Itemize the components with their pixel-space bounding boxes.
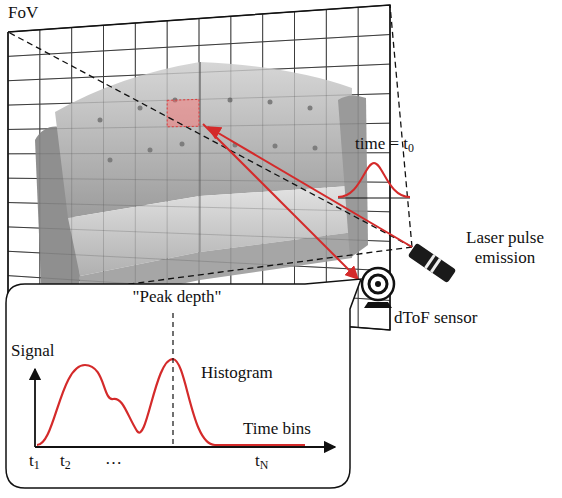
speech-bubble-shape [5, 283, 352, 490]
peak-label: "Peak depth" [133, 287, 222, 307]
tick-label: t2 [60, 451, 71, 471]
sensor-icon: dToF sensor [360, 262, 480, 334]
axis-label: Signal [11, 341, 54, 361]
node-label: Laser pulse emission [455, 228, 555, 267]
light-path-arrows [203, 124, 412, 279]
pulse-time-label: time = t0 [355, 134, 414, 154]
laser-emitter: Laser pulse emission [400, 226, 558, 278]
frustum-lines [8, 5, 412, 300]
node-label: dToF sensor [394, 308, 477, 328]
speech-bubble: "Peak depth" SignalHistogramTime bins t1 t2… [5, 283, 352, 490]
axis-label: Time bins [243, 419, 311, 439]
tick-label: … [105, 449, 122, 469]
laser-pulse [338, 163, 410, 198]
tick-label: t1 [29, 451, 40, 471]
laser-device [408, 243, 457, 283]
series-label: Histogram [201, 363, 273, 383]
tick-label: tN [255, 451, 268, 471]
fov-label: FoV [8, 3, 38, 23]
